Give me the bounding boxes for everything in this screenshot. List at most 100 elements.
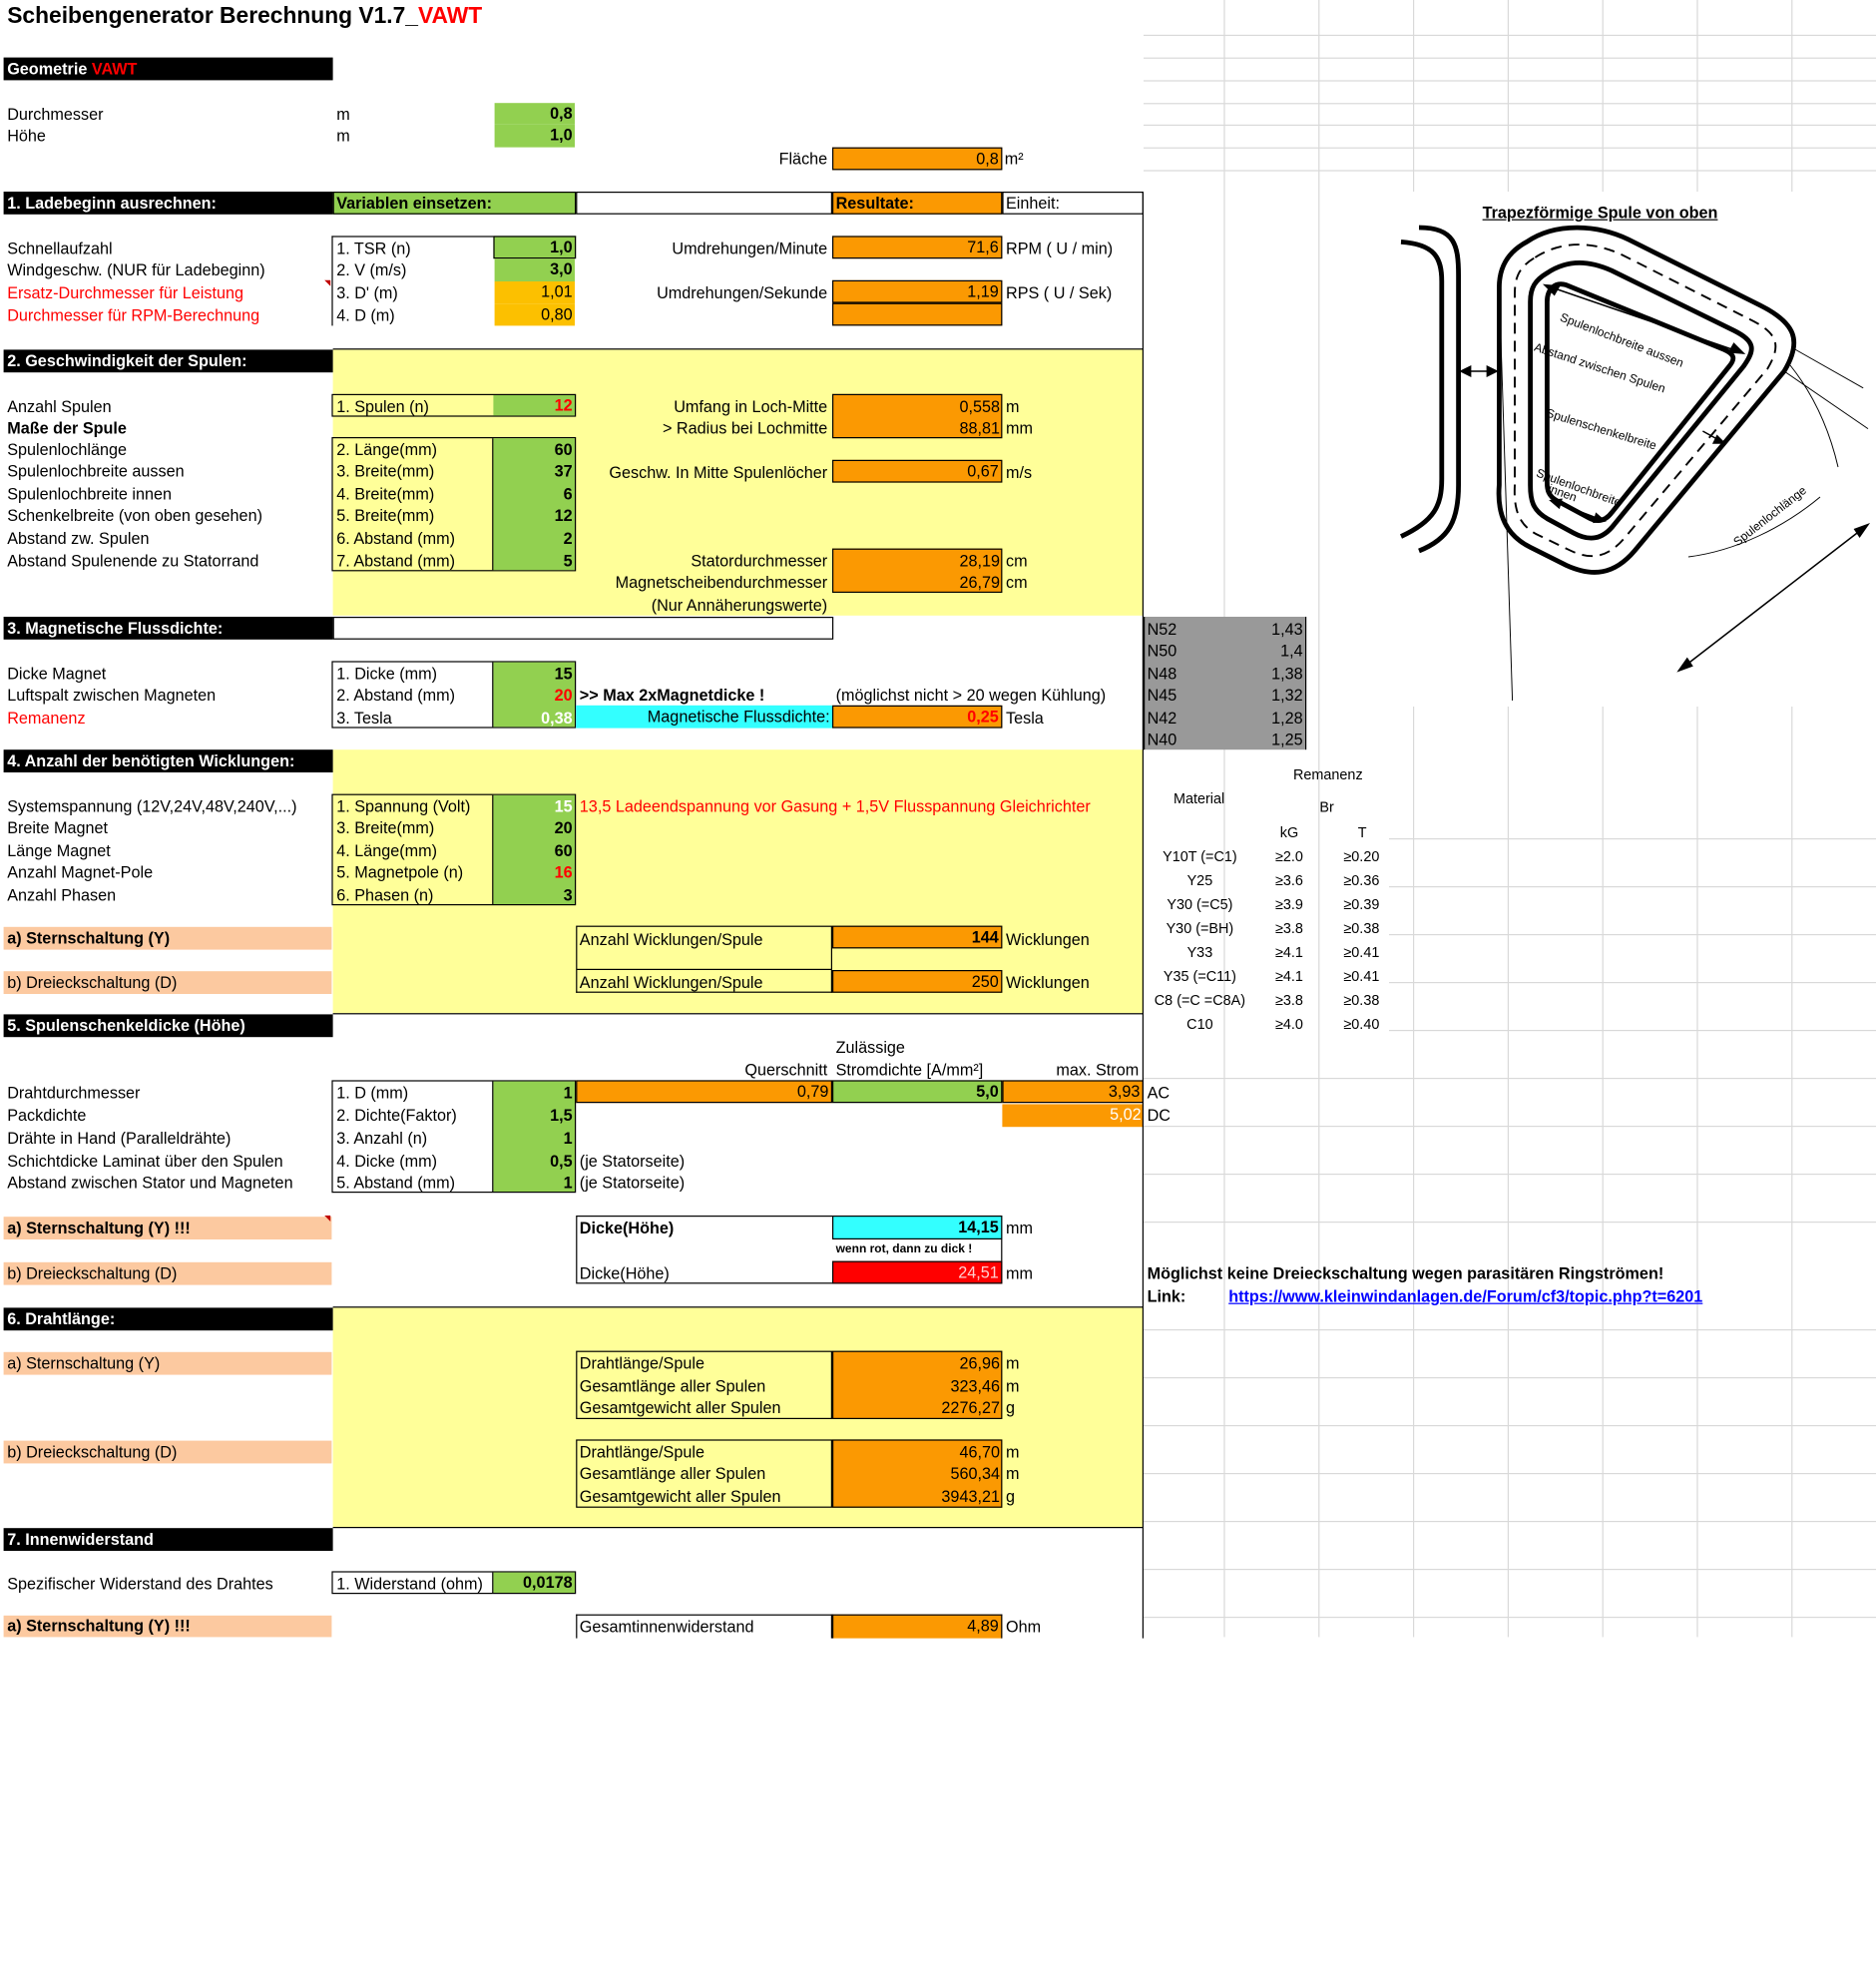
s6-dreieck-l2: Gesamtlänge aller Spulen xyxy=(579,1464,766,1483)
anzahl-spulen-label: Anzahl Spulen xyxy=(7,397,112,416)
durchmesser-input[interactable]: 0,8 xyxy=(494,103,575,125)
rpm-durchmesser-label: Durchmesser für RPM-Berechnung xyxy=(7,306,260,325)
laenge4-input[interactable]: 60 xyxy=(554,841,573,860)
rem-material-1: Y25 xyxy=(1186,871,1213,889)
dichte-input[interactable]: 1,5 xyxy=(550,1106,573,1125)
ringstroem-message: Möglichst keine Dreieckschaltung wegen p… xyxy=(1147,1264,1664,1283)
s7-stern-label: a) Sternschaltung (Y) !!! xyxy=(3,1615,332,1638)
hoehe-label: Höhe xyxy=(7,127,46,146)
rem-kg-1: ≥3.6 xyxy=(1275,871,1303,889)
laenge-input[interactable]: 60 xyxy=(554,440,573,459)
flussdichte-label: Magnetische Flussdichte: xyxy=(576,705,833,729)
flaeche-label: Fläche xyxy=(778,150,828,168)
statorseite-note-1: (je Statorseite) xyxy=(579,1152,686,1171)
coil-diagram: Trapezförmige Spule von oben xyxy=(1389,192,1876,707)
max-dc-value: 5,02 xyxy=(1002,1104,1144,1128)
luftspalt-input[interactable]: 20 xyxy=(554,686,573,705)
rem-t-7: ≥0.40 xyxy=(1343,1015,1380,1033)
spulen-var: 1. Spulen (n) xyxy=(336,397,429,416)
magnetpole-var: 5. Magnetpole (n) xyxy=(336,863,464,882)
rem-kg-7: ≥4.0 xyxy=(1275,1015,1303,1033)
spannung-var: 1. Spannung (Volt) xyxy=(336,797,471,816)
grade-n48: N48 xyxy=(1147,665,1177,683)
flaeche-unit: m² xyxy=(1004,150,1024,168)
tsr-input[interactable]: 1,0 xyxy=(493,236,577,259)
remanenz-label: Remanenz xyxy=(7,709,86,728)
s5-header: 5. Spulenschenkeldicke (Höhe) xyxy=(3,1014,333,1038)
s6-dreieck-v1: 46,70 xyxy=(959,1443,1001,1461)
s5-dreieck-label: b) Dreieckschaltung (D) xyxy=(3,1261,332,1285)
anzahl5-input[interactable]: 1 xyxy=(563,1129,573,1148)
durchmesser-unit: m xyxy=(336,105,350,124)
anzahl5-var: 3. Anzahl (n) xyxy=(336,1129,428,1148)
lochlaenge-label: Spulenlochlänge xyxy=(7,440,128,459)
s5-dreieck-unit: mm xyxy=(1006,1264,1033,1283)
magnetpole-input[interactable]: 16 xyxy=(554,863,573,882)
rpm-value: 71,6 xyxy=(832,236,1003,259)
grade-n45: N45 xyxy=(1147,686,1177,705)
tesla-input[interactable]: 0,38 xyxy=(541,709,573,728)
spulen-input[interactable]: 12 xyxy=(493,395,575,416)
abstand5-input[interactable]: 1 xyxy=(563,1174,573,1192)
rem-material-3: Y30 (=BH) xyxy=(1166,919,1234,937)
s4-stern-unit: Wicklungen xyxy=(1006,930,1090,949)
widerstand-input[interactable]: 0,0178 xyxy=(493,1572,575,1594)
rem-t-6: ≥0.38 xyxy=(1343,991,1380,1009)
magnetpole-label: Anzahl Magnet-Pole xyxy=(7,863,154,882)
widerstand-label: Spezifischer Widerstand des Drahtes xyxy=(7,1575,273,1594)
grade-table xyxy=(1144,617,1305,750)
stator-unit: cm xyxy=(1006,552,1028,571)
hoehe-unit: m xyxy=(336,127,350,146)
dicke5-input[interactable]: 0,5 xyxy=(550,1152,573,1171)
breite-aussen-input[interactable]: 37 xyxy=(554,462,573,481)
breite4-var: 3. Breite(mm) xyxy=(336,818,435,837)
rem-kg-6: ≥3.8 xyxy=(1275,991,1303,1009)
geschw-unit: m/s xyxy=(1006,463,1033,482)
abstand-input[interactable]: 2 xyxy=(563,529,573,548)
d5-input[interactable]: 1 xyxy=(563,1084,573,1102)
schenkel-input[interactable]: 12 xyxy=(554,506,573,525)
rpm-label: Umdrehungen/Minute xyxy=(672,240,828,257)
forum-link[interactable]: https://www.kleinwindanlagen.de/Forum/cf… xyxy=(1228,1287,1703,1305)
gesamtinnenwiderstand-unit: Ohm xyxy=(1006,1618,1042,1637)
breite-innen-var: 4. Breite(mm) xyxy=(336,485,435,504)
max-ac-value: 3,93 xyxy=(1002,1080,1144,1104)
durchmesser-label: Durchmesser xyxy=(7,105,104,124)
remanenz-t-header: T xyxy=(1357,823,1367,841)
rem-t-4: ≥0.41 xyxy=(1343,943,1380,961)
rem-material-5: Y35 (=C11) xyxy=(1163,967,1236,985)
s1-header: 1. Ladebeginn ausrechnen: xyxy=(3,192,333,215)
systemspannung-label: Systemspannung (12V,24V,48V,240V,...) xyxy=(7,797,297,816)
laenge-var: 2. Länge(mm) xyxy=(336,440,438,459)
radius-unit: mm xyxy=(1006,419,1033,438)
trapezoid-coil-drawing xyxy=(1399,225,1871,702)
d5-var: 1. D (mm) xyxy=(336,1084,409,1102)
s6-stern-label: a) Sternschaltung (Y) xyxy=(3,1351,332,1375)
breite-innen-input[interactable]: 6 xyxy=(563,485,573,504)
zu-dick-warning: wenn rot, dann zu dick ! xyxy=(835,1242,973,1256)
dc-unit: DC xyxy=(1147,1106,1171,1125)
rem-material-2: Y30 (=C5) xyxy=(1167,895,1233,913)
phasen-input[interactable]: 3 xyxy=(563,886,573,905)
s4-stern-value: 144 xyxy=(832,925,1003,949)
stromdichte-input[interactable]: 5,0 xyxy=(832,1080,1003,1104)
umfang-unit: m xyxy=(1006,397,1020,416)
s5-dreieck-dicke-value: 24,51 xyxy=(832,1260,1003,1284)
s5-stern-dicke-label: Dicke(Höhe) xyxy=(579,1219,675,1237)
diagram-title: Trapezförmige Spule von oben xyxy=(1482,204,1718,223)
breite4-input[interactable]: 20 xyxy=(554,818,573,837)
rem-material-0: Y10T (=C1) xyxy=(1163,847,1237,865)
abstand3-var: 2. Abstand (mm) xyxy=(336,686,456,705)
hoehe-input[interactable]: 1,0 xyxy=(494,124,575,148)
s5-stern-unit: mm xyxy=(1006,1219,1033,1237)
grade-n42: N42 xyxy=(1147,709,1177,728)
spannung-input[interactable]: 15 xyxy=(554,797,573,816)
tsr-label: Schnellaufzahl xyxy=(7,240,113,257)
s4-stern-wick-label: Anzahl Wicklungen/Spule xyxy=(579,930,763,949)
v-input[interactable]: 3,0 xyxy=(494,258,575,281)
schenkelbreite-label: Schenkelbreite (von oben gesehen) xyxy=(7,506,262,525)
abstand-rand-input[interactable]: 5 xyxy=(563,552,573,571)
remanenz-material-header: Material xyxy=(1173,790,1225,807)
widerstand-var: 1. Widerstand (ohm) xyxy=(336,1575,483,1594)
dicke-input[interactable]: 15 xyxy=(554,665,573,683)
